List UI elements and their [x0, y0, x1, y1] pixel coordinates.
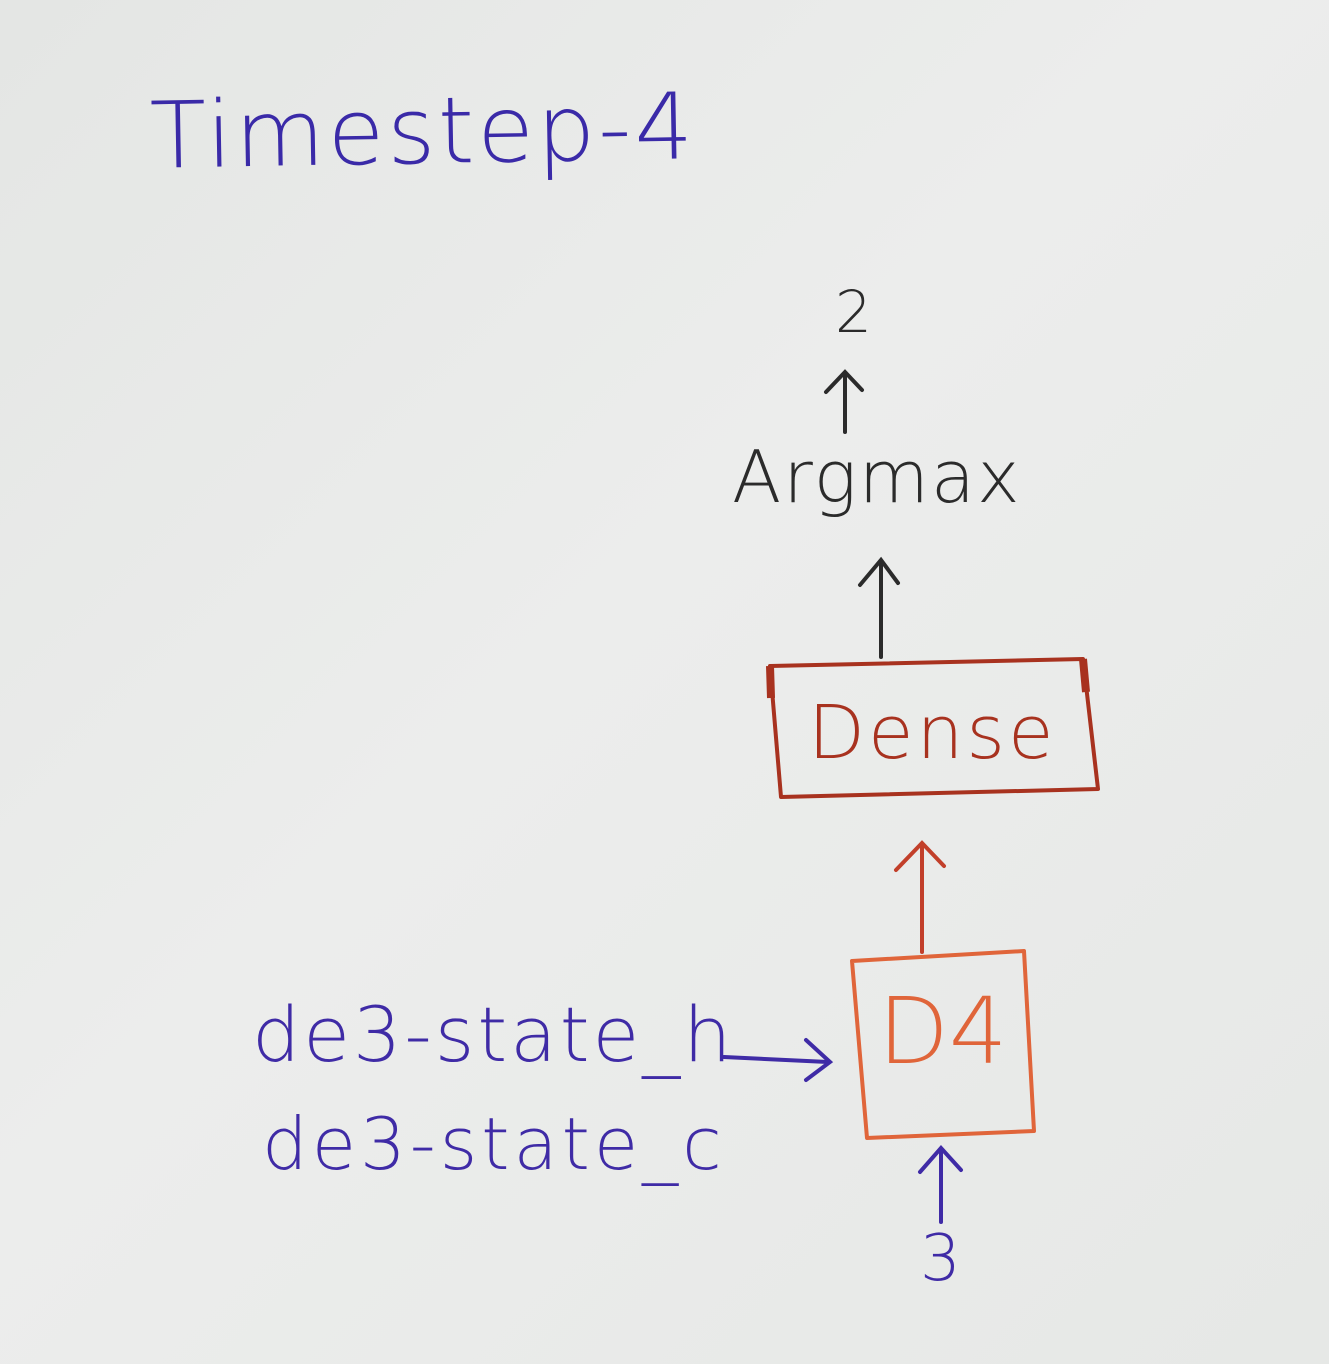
- arrow-states-to-decoder: [722, 1038, 834, 1082]
- cell-state-label: de3-state_c: [262, 1102, 726, 1186]
- argmax-label: Argmax: [732, 435, 1022, 519]
- hidden-state-label: de3-state_h: [252, 990, 735, 1079]
- arrow-input-to-decoder: [918, 1144, 963, 1224]
- decoder-label: D4: [878, 978, 1008, 1085]
- dense-box: [766, 657, 1100, 799]
- arrow-argmax-to-output: [824, 369, 864, 434]
- dense-label: Dense: [808, 690, 1057, 776]
- decoder-box: [850, 949, 1036, 1140]
- diagram-title: Timestep-4: [149, 73, 697, 190]
- input-value: 3: [920, 1222, 961, 1296]
- output-value: 2: [835, 278, 872, 346]
- arrow-dense-to-argmax: [858, 556, 900, 659]
- arrow-decoder-to-dense: [894, 840, 946, 954]
